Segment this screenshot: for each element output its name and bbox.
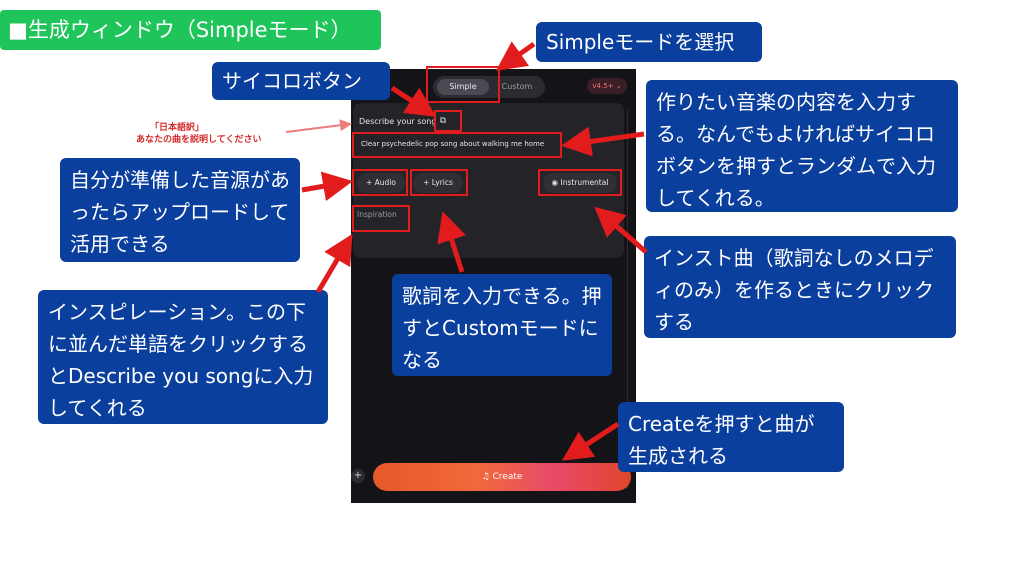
callout-dice-button: サイコロボタン — [212, 62, 390, 100]
highlight-simple — [426, 66, 500, 103]
callout-describe: 作りたい音楽の内容を入力する。なんでもよければサイコロボタンを押すとランダムで入… — [646, 80, 958, 212]
arrow-inspiration — [315, 233, 353, 294]
tab-simple[interactable]: Simple — [437, 79, 489, 95]
highlight-audio — [352, 169, 408, 196]
version-selector[interactable]: v4.5+ ⌄ — [587, 78, 627, 94]
highlight-lyrics — [410, 169, 468, 196]
inspiration-label[interactable]: Inspiration — [357, 210, 397, 219]
callout-instrumental: インスト曲（歌詞なしのメロディのみ）を作るときにクリックする — [644, 236, 956, 338]
instrumental-label: Instrumental — [560, 178, 609, 187]
music-icon: ♫ — [481, 472, 493, 482]
page-title: ■生成ウィンドウ（Simpleモード） — [0, 10, 381, 50]
audio-button[interactable]: + Audio — [357, 173, 405, 193]
arrow-simple — [495, 41, 536, 71]
translation-heading: 「日本語訳」 — [150, 123, 205, 133]
instrumental-toggle[interactable]: ◉ Instrumental — [543, 173, 617, 193]
arrow-audio — [301, 171, 353, 202]
create-button[interactable]: ♫ Create — [373, 463, 631, 491]
highlight-describe — [352, 132, 562, 158]
callout-create: Createを押すと曲が生成される — [618, 402, 844, 472]
highlight-dice — [434, 110, 462, 132]
callout-audio: 自分が準備した音源があったらアップロードして活用できる — [60, 158, 300, 262]
mode-switch: Simple Custom — [433, 76, 545, 98]
arrow-translation — [285, 119, 352, 133]
tab-custom[interactable]: Custom — [501, 82, 533, 91]
callout-lyrics: 歌詞を入力できる。押すとCustomモードになる — [392, 274, 612, 376]
lyrics-button[interactable]: + Lyrics — [413, 173, 463, 193]
highlight-inspiration — [352, 205, 410, 232]
check-icon: ◉ — [551, 178, 561, 187]
create-label: Create — [492, 472, 523, 482]
translation-text: あなたの曲を説明してください — [136, 135, 262, 145]
callout-simple-mode: Simpleモードを選択 — [536, 22, 762, 62]
dice-icon[interactable]: ⧉ — [439, 116, 447, 126]
add-button[interactable]: + — [351, 469, 365, 483]
callout-inspiration: インスピレーション。この下に並んだ単語をクリックするとDescribe you … — [38, 290, 328, 424]
divider — [627, 109, 628, 489]
highlight-instrumental — [538, 169, 622, 196]
describe-input[interactable]: Clear psychedelic pop song about walking… — [361, 140, 545, 148]
describe-label: Describe your song — [359, 117, 437, 126]
